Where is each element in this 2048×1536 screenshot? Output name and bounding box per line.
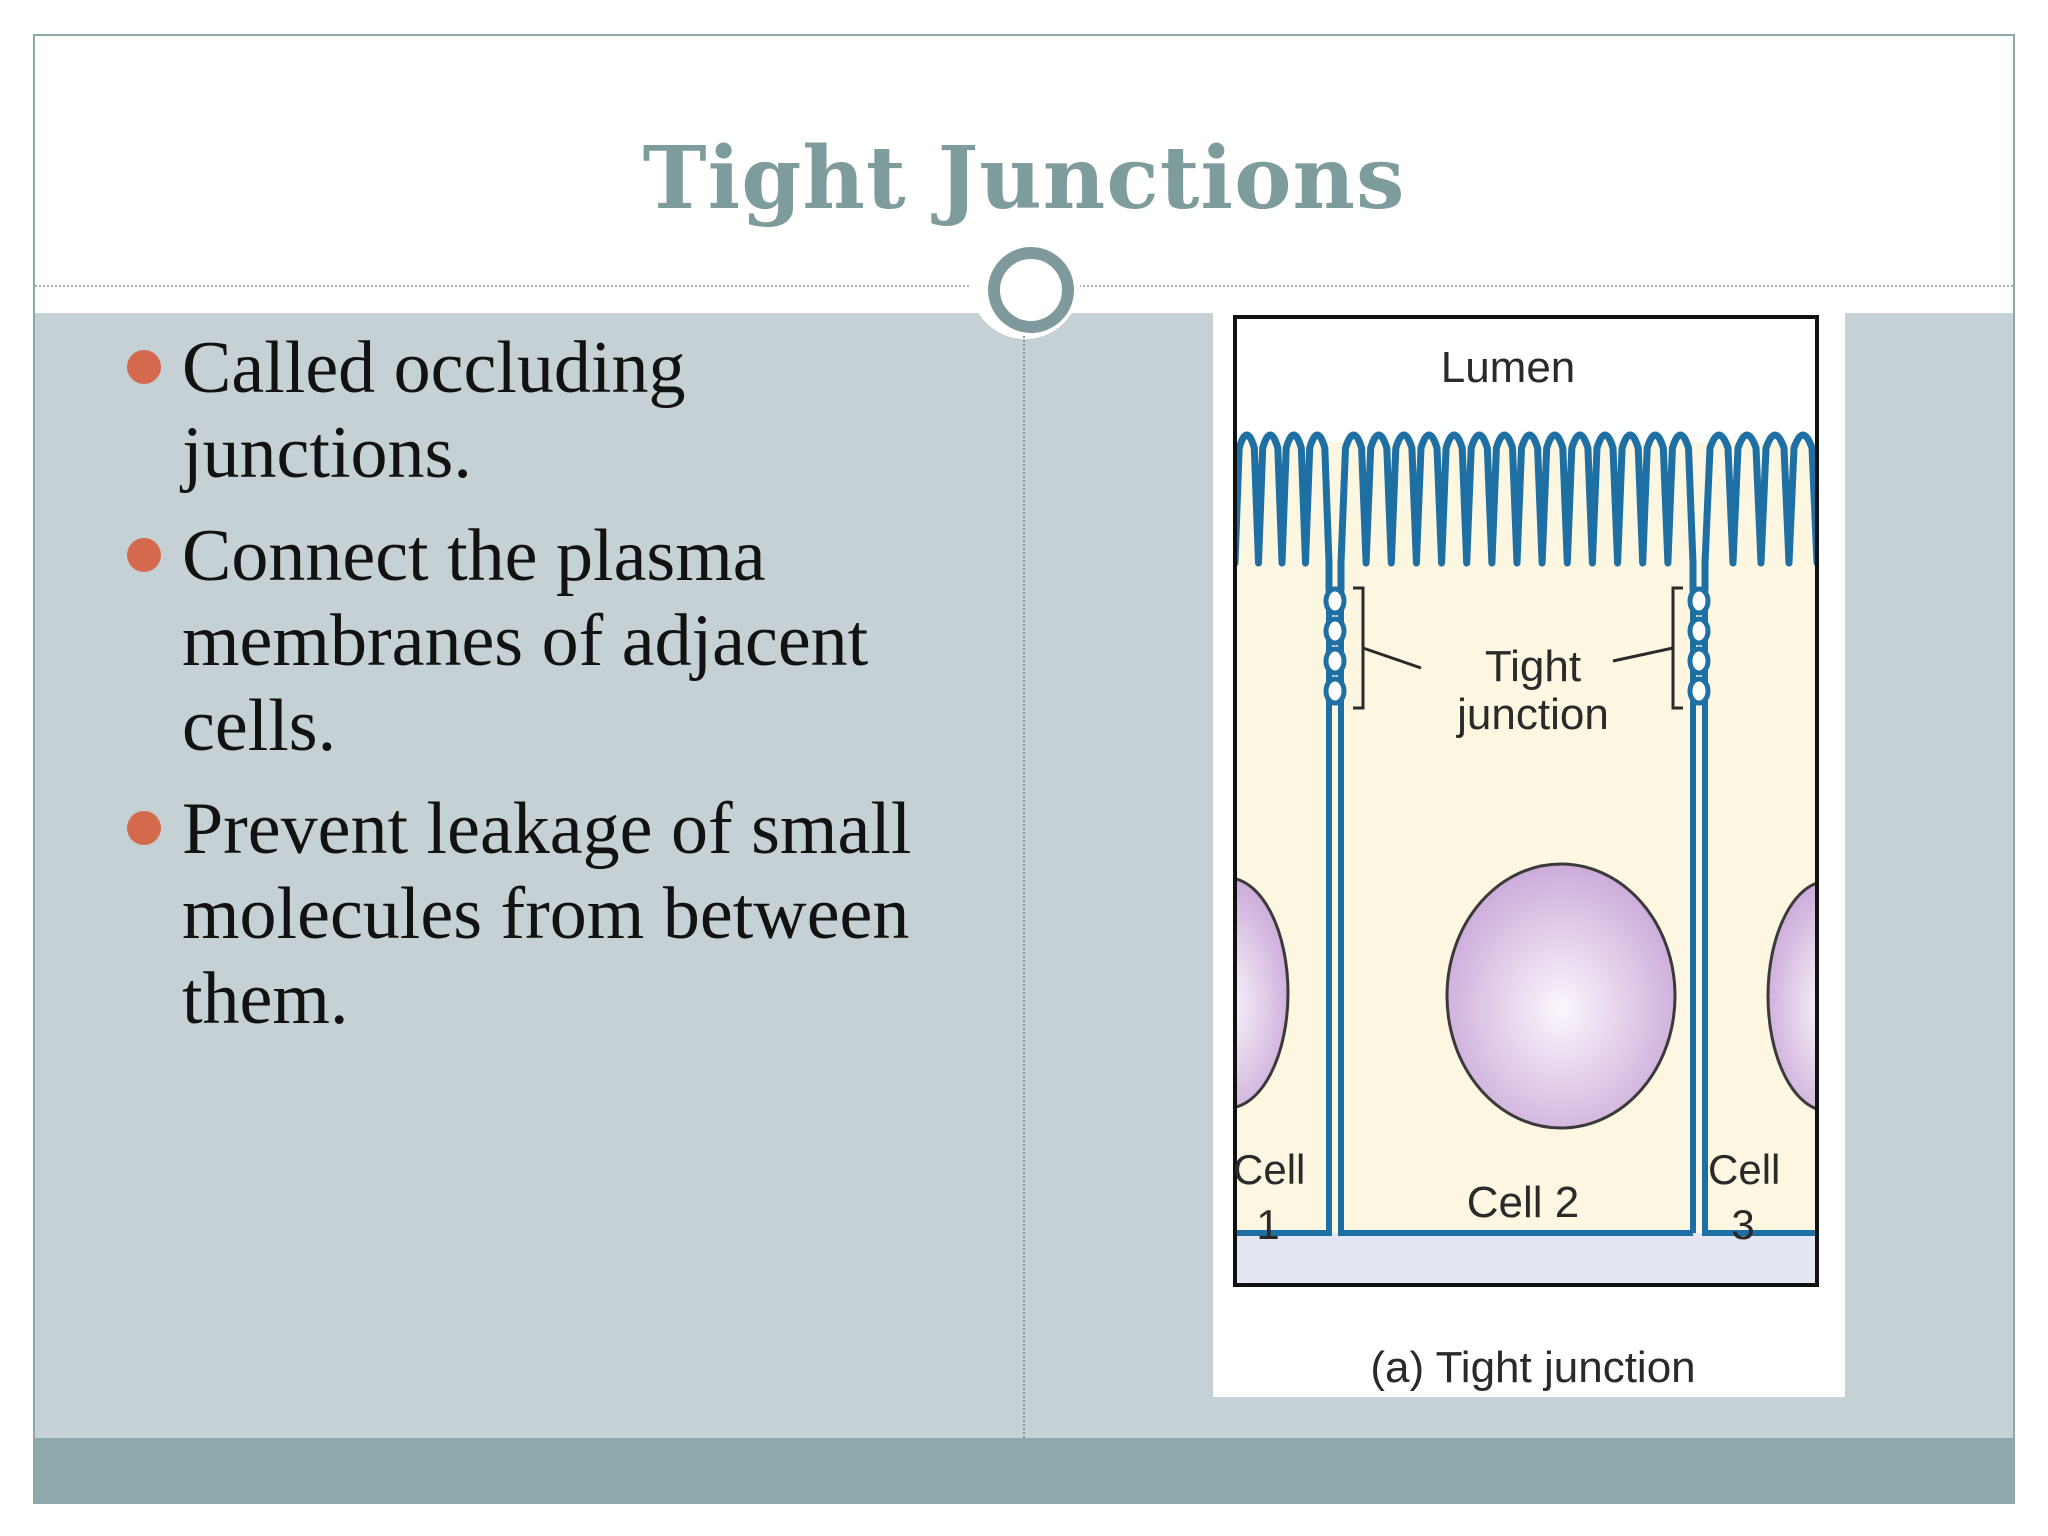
nucleus-cell1 <box>1235 877 1290 1109</box>
bullet-text: Connect the plasma membranes of adjacent… <box>182 515 869 767</box>
nucleus-cell2 <box>1445 862 1677 1130</box>
microvilli-membrane <box>1235 431 1817 594</box>
bullet-item: Connect the plasma membranes of adjacent… <box>91 514 991 769</box>
cell1-label: Cell 1 <box>1233 1146 1306 1248</box>
slide: Tight Junctions Called occluding junctio… <box>33 34 2015 1504</box>
junction-beads <box>1323 586 1711 706</box>
column-divider <box>1023 336 1025 1438</box>
tight-junction-label: Tight junction <box>1457 642 1609 740</box>
tight-junction-figure: Lumen Tight junction Cell 1 Cell 2 Cell … <box>1213 313 1845 1397</box>
bullet-item: Prevent leakage of small molecules from … <box>91 787 991 1042</box>
title-ring-ornament <box>970 229 1080 339</box>
cell2-label: Cell 2 <box>1466 1178 1580 1227</box>
lumen-area <box>1235 317 1817 442</box>
cell3-label: Cell 3 <box>1708 1146 1781 1248</box>
basal-area <box>1235 1233 1817 1285</box>
bullet-dot-icon <box>127 538 161 572</box>
bullet-text: Called occluding junctions. <box>182 327 686 494</box>
ring-icon <box>988 247 1074 333</box>
lumen-label: Lumen <box>1440 343 1576 392</box>
tight-junction-diagram <box>1233 315 1819 1287</box>
bullet-list: Called occluding junctions. Connect the … <box>91 326 991 1060</box>
bullet-dot-icon <box>127 350 161 384</box>
figure-caption: (a) Tight junction <box>1370 1343 1696 1392</box>
bullet-dot-icon <box>127 811 161 845</box>
diagram-frame <box>1233 315 1819 1287</box>
bullet-text: Prevent leakage of small molecules from … <box>182 788 912 1040</box>
bullet-item: Called occluding junctions. <box>91 326 991 496</box>
tight-junction-pointers <box>1353 586 1683 710</box>
slide-title: Tight Junctions <box>642 128 1406 229</box>
footer-band <box>35 1438 2013 1502</box>
nucleus-cell3 <box>1766 881 1817 1111</box>
